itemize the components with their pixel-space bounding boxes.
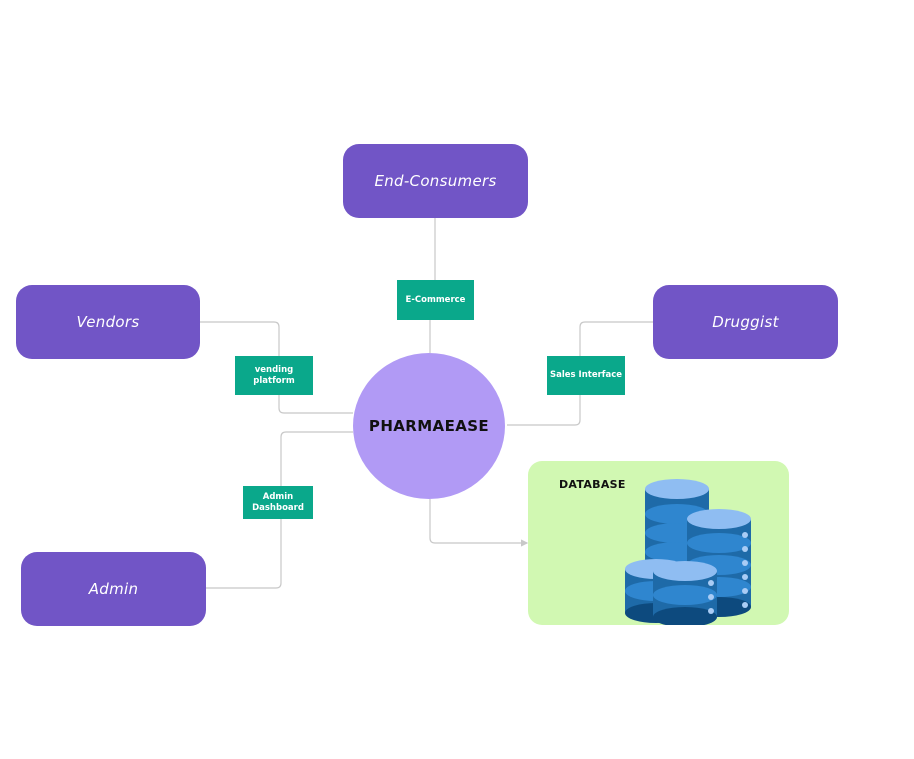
- interface-vending-platform-line2: platform: [253, 375, 295, 386]
- interface-admin-dashboard-line2: Dashboard: [252, 502, 304, 513]
- actor-end-consumers[interactable]: End-Consumers: [343, 144, 528, 218]
- interface-admin-dashboard: Admin Dashboard: [243, 486, 313, 519]
- interface-admin-dashboard-line1: Admin: [262, 491, 294, 502]
- connector-druggist: [507, 321, 653, 426]
- interface-sales: Sales Interface: [547, 356, 625, 395]
- database-panel[interactable]: DATABASE: [528, 461, 789, 625]
- database-stack-icon: [625, 479, 751, 625]
- interface-vending-platform: vending platform: [235, 356, 313, 395]
- actor-admin[interactable]: Admin: [21, 552, 206, 626]
- actor-druggist[interactable]: Druggist: [653, 285, 838, 359]
- connector-vendors: [200, 321, 353, 414]
- connector-database: [429, 499, 529, 547]
- interface-vending-platform-line1: vending: [254, 364, 294, 375]
- database-cylinder-front: [653, 561, 717, 625]
- connector-admin: [206, 431, 353, 589]
- database-label: DATABASE: [559, 478, 626, 491]
- hub-label: PHARMAEASE: [368, 417, 490, 435]
- actor-vendors[interactable]: Vendors: [16, 285, 200, 359]
- interface-ecommerce: E-Commerce: [397, 280, 474, 320]
- hub-pharmaease[interactable]: PHARMAEASE: [353, 353, 505, 499]
